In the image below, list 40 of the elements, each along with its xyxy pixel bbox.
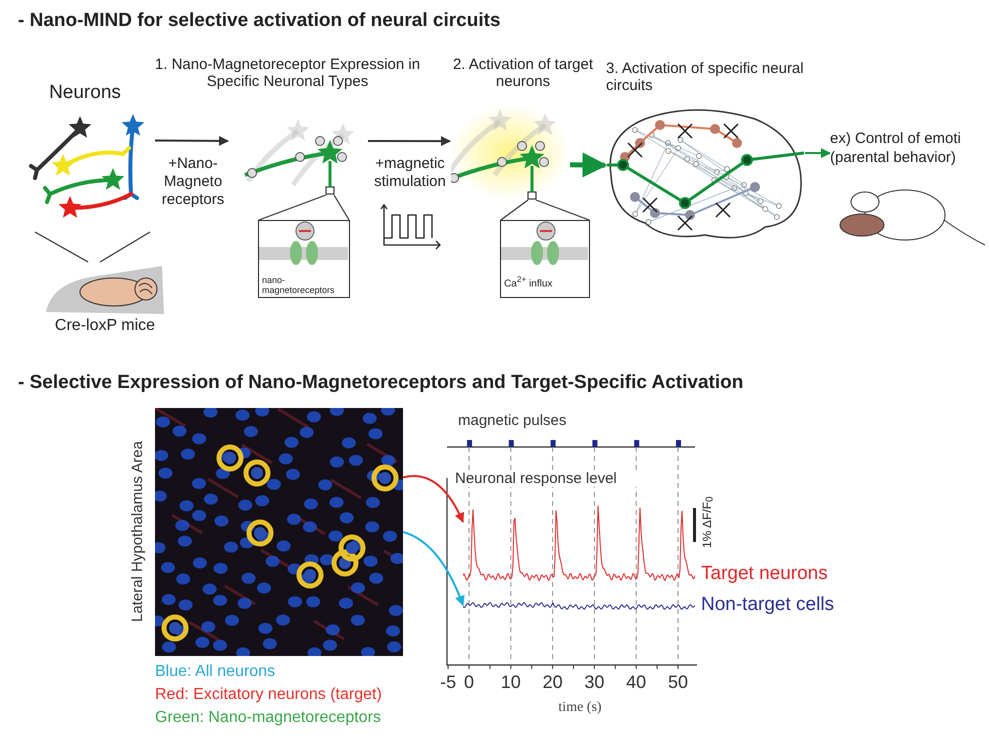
node-caption: Cre-loxP mice [54, 316, 156, 336]
magnification-line [258, 194, 326, 221]
tick-label: 10 [500, 672, 522, 693]
arrow [402, 475, 464, 523]
side-label: Lateral Hypothalamus Area [129, 440, 146, 624]
tick-label: 30 [583, 672, 606, 693]
arrow [402, 531, 464, 606]
section-heading: - Selective Expression of Nano-Magnetoreceptors and Target-Specific Activation [18, 372, 744, 394]
outcome-text: ex) Control of emoti (parental behavior) [830, 130, 962, 168]
legend-entry: Blue: All neurons [155, 663, 276, 681]
step-heading: 2. Activation of target neurons [452, 56, 594, 90]
legend-entry: Red: Excitatory neurons (target) [155, 686, 382, 704]
section-heading: - Nano-MIND for selective activation of neural circuits [18, 10, 502, 32]
magnification-line [100, 231, 150, 263]
node-heading: Neurons [48, 82, 122, 104]
tick-label: 40 [625, 672, 648, 693]
legend-entry: Green: Nano-magnetoreceptors [155, 709, 381, 727]
tick-label: 0 [462, 672, 475, 693]
tick-label: 20 [542, 672, 564, 693]
trace-label: Target neurons [701, 564, 828, 585]
axis-title: time (s) [557, 700, 603, 716]
arrow [805, 148, 831, 158]
magnification-line [500, 200, 528, 220]
inset-label: Ca$^{2+}$ influx [503, 273, 554, 292]
arrow [368, 136, 451, 146]
arrow [570, 152, 608, 178]
inset-box [258, 220, 350, 298]
tick-label: -5 [439, 672, 458, 693]
magnification-line [536, 199, 590, 221]
magnification-line [34, 231, 88, 263]
magnification-line [333, 194, 350, 220]
tick-label: 50 [666, 672, 690, 693]
arrow [155, 136, 229, 146]
chart-label: magnetic pulses [458, 412, 568, 429]
trace-label: Non-target cells [701, 594, 834, 616]
step-heading: 1. Nano-Magnetoreceptor Expression in Specific Neuronal Types [154, 56, 422, 90]
inset-box [500, 220, 590, 298]
inset-label: nano-magnetoreceptors [261, 274, 336, 298]
step-heading: 3. Activation of specific neural circuits [606, 60, 805, 94]
edge-label: +Nano- Magneto receptors [160, 155, 226, 209]
